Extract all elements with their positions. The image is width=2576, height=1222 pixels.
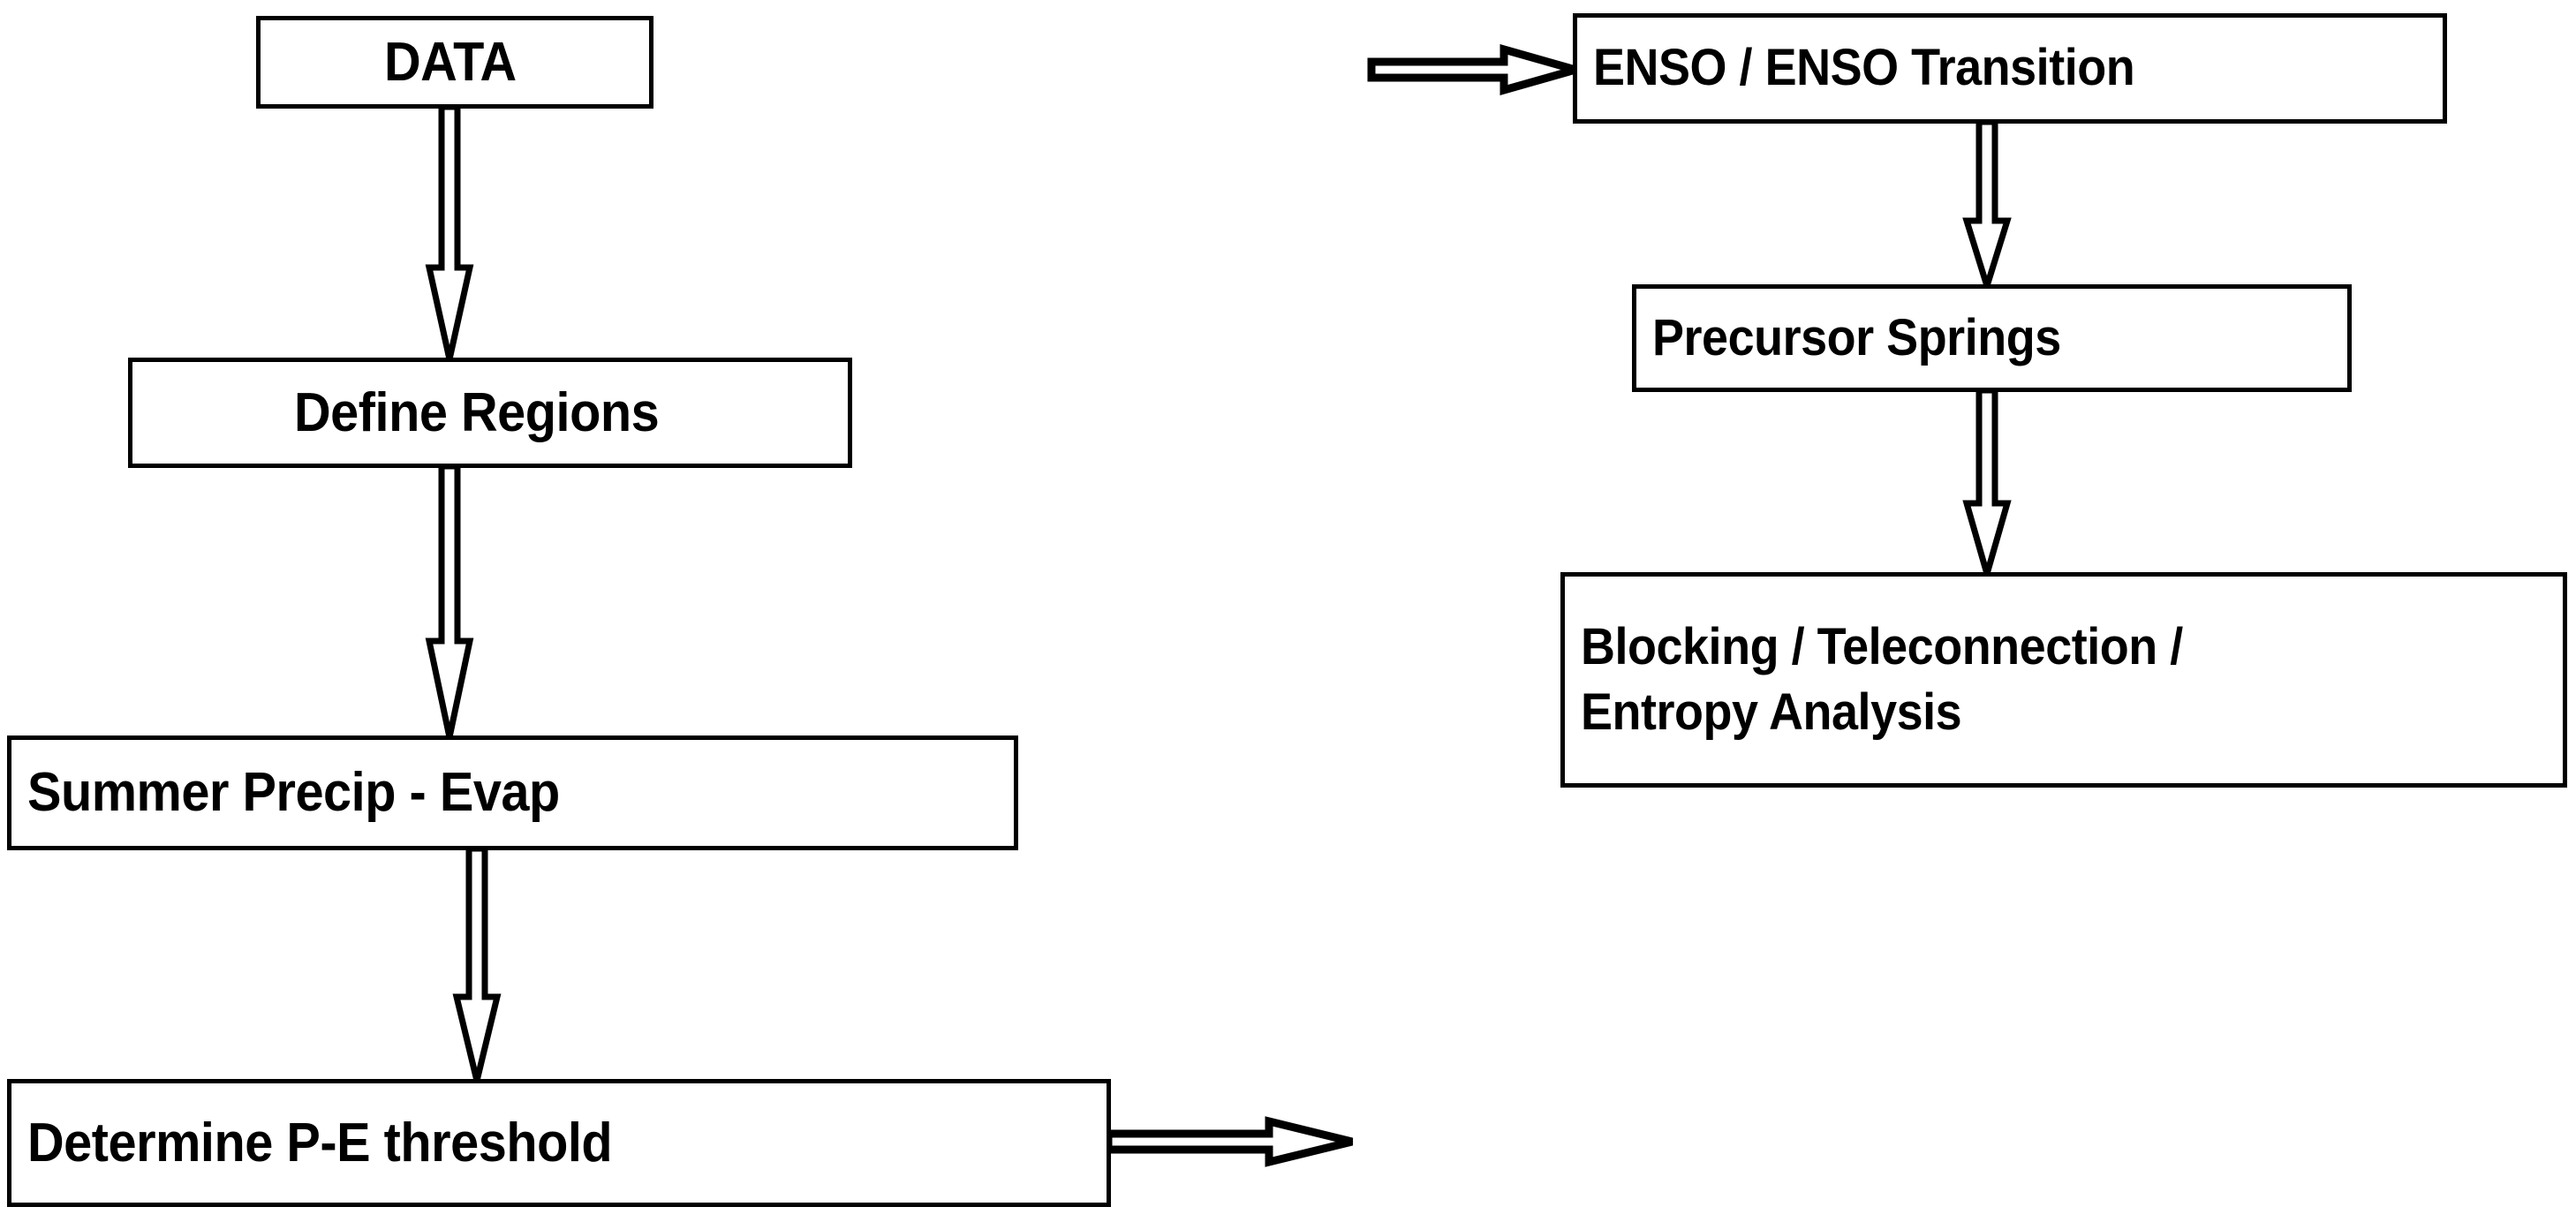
node-determine-pe-threshold-label: Determine P-E threshold xyxy=(27,1112,613,1173)
node-data[interactable]: DATA xyxy=(256,16,653,109)
node-enso-transition-label: ENSO / ENSO Transition xyxy=(1593,39,2135,97)
node-precursor-springs[interactable]: Precursor Springs xyxy=(1632,284,2352,392)
node-determine-pe-threshold[interactable]: Determine P-E threshold xyxy=(7,1079,1111,1207)
node-summer-precip-evap[interactable]: Summer Precip - Evap xyxy=(7,735,1018,850)
node-enso-transition[interactable]: ENSO / ENSO Transition xyxy=(1573,13,2447,124)
node-blocking-teleconnection-entropy-label: Blocking / Teleconnection / Entropy Anal… xyxy=(1581,617,2183,741)
arrow-precursor-springs-to-blocking xyxy=(1960,387,2014,585)
arrow-enso-to-precursor-springs xyxy=(1960,118,2014,297)
node-precursor-springs-label: Precursor Springs xyxy=(1652,308,2061,366)
arrow-define-regions-to-summer-precip xyxy=(422,463,477,739)
node-define-regions[interactable]: Define Regions xyxy=(128,358,852,468)
node-define-regions-label: Define Regions xyxy=(293,381,660,443)
node-summer-precip-evap-label: Summer Precip - Evap xyxy=(27,762,560,824)
arrow-summer-precip-to-threshold xyxy=(449,845,504,1082)
arrow-enso-incoming xyxy=(1367,42,1590,97)
node-blocking-teleconnection-entropy[interactable]: Blocking / Teleconnection / Entropy Anal… xyxy=(1560,572,2567,788)
arrow-threshold-outgoing xyxy=(1104,1114,1356,1169)
node-data-label: DATA xyxy=(383,31,517,93)
arrow-data-to-define-regions xyxy=(422,103,477,361)
